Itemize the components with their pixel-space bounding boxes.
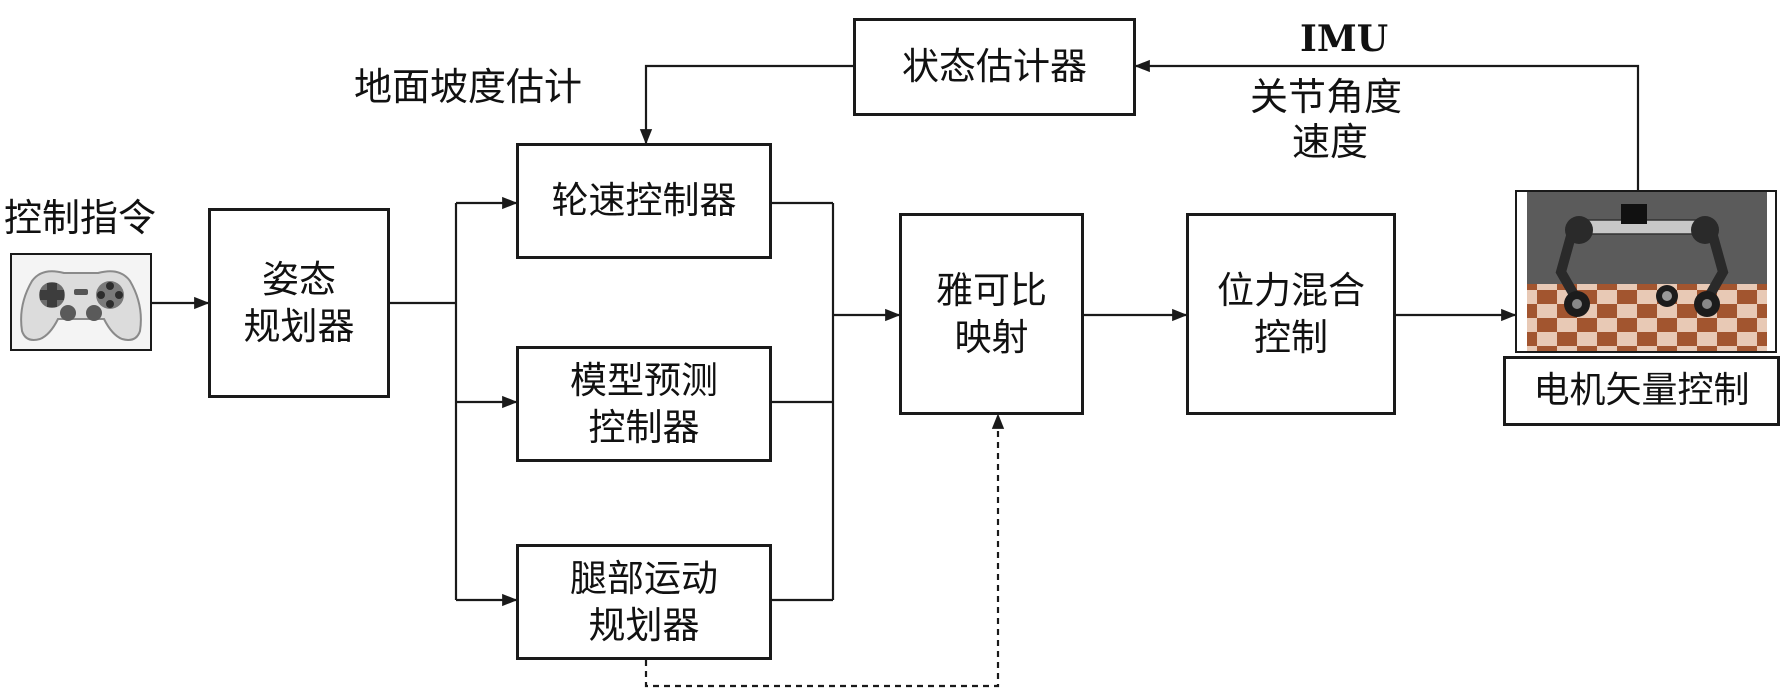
speed-label: 速度 [1292,120,1369,164]
ground-slope-label: 地面坡度估计 [354,65,583,109]
jacobian-line1: 雅可比 [936,268,1047,312]
wheel-legged-robot-render [1527,192,1767,351]
mpc-line2: 控制器 [588,406,700,449]
posture-planner-line1: 姿态 [262,257,336,301]
wheel-speed-controller-label: 轮速控制器 [551,179,737,223]
control-command-label: 控制指令 [4,196,157,240]
dashed-arrow-leg-to-jacobian [644,413,1005,688]
leg-motion-line2: 规划器 [588,604,700,647]
state-estimator-label: 状态估计器 [902,45,1087,89]
jacobian-line2: 映射 [954,316,1029,359]
robot-image [1515,190,1777,353]
hybrid-line2: 控制 [1254,316,1328,359]
imu-label: IMU [1300,18,1389,60]
mpc-line1: 模型预测 [570,358,718,402]
gamepad-icon [20,270,142,341]
leg-motion-planner-block: 腿部运动规划器 [516,544,772,660]
motor-vector-control-label: 电机矢量控制 [1533,369,1750,411]
hybrid-control-block: 位力混合控制 [1186,213,1396,415]
posture-planner-line2: 规划器 [243,305,355,348]
mpc-controller-block: 模型预测控制器 [516,346,772,462]
gamepad-image [10,253,152,351]
joint-angle-label: 关节角度 [1250,75,1403,119]
jacobian-mapping-block: 雅可比映射 [899,213,1084,415]
arrow-feedback-to-estimator [1134,59,1640,190]
leg-motion-line1: 腿部运动 [570,556,718,600]
motor-vector-control-block: 电机矢量控制 [1503,356,1780,426]
posture-planner-block: 姿态规划器 [208,208,390,398]
wheel-speed-controller-block: 轮速控制器 [516,143,772,259]
hybrid-line1: 位力混合 [1217,268,1365,312]
arrow-estimator-to-wheel [639,64,853,145]
state-estimator-block: 状态估计器 [853,18,1136,116]
